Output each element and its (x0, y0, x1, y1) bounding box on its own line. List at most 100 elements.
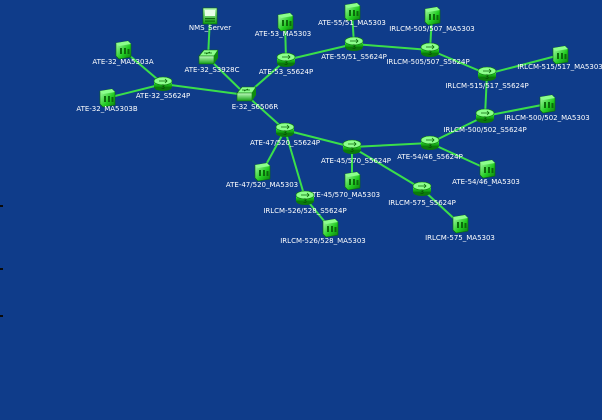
edge-tick (0, 268, 3, 270)
node-ate47_ma[interactable] (254, 162, 271, 182)
node-label: ATE-54/46_MA5303 (452, 178, 520, 186)
node-label: IRLCM-515/517_MA5303 (517, 63, 602, 71)
link-ate47_s-ate45_s[interactable] (284, 129, 353, 148)
ma-icon (277, 12, 294, 32)
node-irl515_ma[interactable] (552, 45, 569, 65)
ma-icon (479, 159, 496, 179)
node-label: IRLCM-575_MA5303 (425, 234, 495, 242)
nodes-layer: NMS_ServerATE-32_MA5303AATE-32_S3928C3AT… (76, 2, 602, 245)
node-label: ATE-32_MA5303B (76, 105, 138, 113)
link-ate53_s-ate55_s[interactable] (285, 43, 355, 61)
node-label: IRLCM-575_S5624P (388, 199, 456, 207)
node-ate55_ma[interactable] (344, 2, 361, 22)
switch-icon (198, 49, 219, 65)
node-label: NMS_Server (189, 24, 231, 32)
ma-icon (115, 40, 132, 60)
node-irl505_s[interactable]: 3 (420, 42, 440, 57)
ma-icon (452, 214, 469, 234)
node-ate53_s[interactable]: 3 (276, 52, 296, 67)
node-ate47_s[interactable]: 3 (275, 122, 295, 137)
router-icon: 3 (477, 66, 497, 81)
node-ate54_ma[interactable] (479, 159, 496, 179)
node-label: ATE-45/570_MA5303 (308, 191, 380, 199)
node-label: E-32_S6506R (232, 103, 279, 111)
node-ate32_a[interactable] (115, 40, 132, 60)
router-icon: 3 (344, 36, 364, 51)
link-ate55_s-irl505_s[interactable] (353, 43, 431, 51)
svg-text:3: 3 (161, 84, 165, 91)
router-icon: 3 (276, 52, 296, 67)
link-irl515_ma-irl515_s[interactable] (486, 54, 561, 75)
router-icon: 3 (295, 190, 315, 205)
node-label: ATE-47/520_S5624P (250, 139, 320, 147)
node-label: IRLCM-526/528_MA5303 (280, 237, 366, 245)
node-irl575_s[interactable]: 3 (412, 181, 432, 196)
router-icon: 3 (420, 42, 440, 57)
svg-text:3: 3 (350, 147, 354, 154)
link-ate47_s-irl526_s[interactable] (284, 129, 306, 199)
svg-text:3: 3 (485, 74, 489, 81)
ma-icon (344, 2, 361, 22)
ma-icon (552, 45, 569, 65)
node-irl526_s[interactable]: 3 (295, 190, 315, 205)
link-ate32_3928c-core[interactable] (207, 57, 247, 96)
node-irl500_s[interactable]: 3 (475, 108, 495, 123)
node-irl515_s[interactable]: 3 (477, 66, 497, 81)
node-label: IRLCM-505/507_MA5303 (389, 25, 475, 33)
node-label: ATE-53_MA5303 (255, 30, 312, 38)
node-ate45_ma[interactable] (344, 171, 361, 191)
link-ate32_s5624-core[interactable] (162, 83, 247, 96)
node-label: ATE-54/46_S5624P (397, 153, 463, 161)
svg-text:3: 3 (283, 130, 287, 137)
edge-tick (0, 315, 3, 317)
svg-text:3: 3 (303, 198, 307, 205)
node-irl526_ma[interactable] (322, 218, 339, 238)
svg-text:3: 3 (428, 50, 432, 57)
ma-icon (99, 88, 116, 108)
node-core[interactable] (236, 86, 257, 102)
node-ate32_b[interactable] (99, 88, 116, 108)
node-ate54_s[interactable]: 3 (420, 135, 440, 150)
link-ate32_b-ate32_s5624[interactable] (106, 83, 164, 99)
edge-tick (0, 205, 3, 207)
node-label: ATE-55/51_S5624P (321, 53, 387, 61)
node-ate45_s[interactable]: 3 (342, 139, 362, 154)
link-ate54_s-irl500_s[interactable] (429, 115, 486, 144)
link-ate45_s-ate54_s[interactable] (351, 142, 431, 148)
node-ate32_s5624[interactable]: 3 (153, 76, 173, 91)
svg-text:3: 3 (428, 143, 432, 150)
node-label: IRLCM-500/502_MA5303 (504, 114, 590, 122)
node-label: ATE-47/520_MA5303 (226, 181, 298, 189)
node-label: ATE-32_MA5303A (92, 58, 154, 66)
link-ate54_s-ate54_ma[interactable] (429, 142, 488, 170)
node-label: ATE-53_S5624P (259, 68, 313, 76)
node-label: ATE-45/570_S5624P (321, 157, 391, 165)
node-label: IRLCM-505/507_S5624P (386, 58, 469, 66)
ma-icon (254, 162, 271, 182)
node-ate55_s[interactable]: 3 (344, 36, 364, 51)
node-irl575_ma[interactable] (452, 214, 469, 234)
svg-text:3: 3 (420, 189, 424, 196)
svg-text:3: 3 (284, 60, 288, 67)
ma-icon (424, 6, 441, 26)
node-ate53_ma[interactable] (277, 12, 294, 32)
router-icon: 3 (275, 122, 295, 137)
link-irl500_ma-irl500_s[interactable] (484, 103, 548, 117)
switch-icon (236, 86, 257, 102)
ma-icon (344, 171, 361, 191)
ma-icon (322, 218, 339, 238)
router-icon: 3 (342, 139, 362, 154)
link-irl505_s-irl515_s[interactable] (429, 49, 488, 75)
node-label: IRLCM-515/517_S5624P (445, 82, 528, 90)
node-irl505_ma[interactable] (424, 6, 441, 26)
node-label: IRLCM-500/502_S5624P (443, 126, 526, 134)
node-nms[interactable] (202, 7, 218, 25)
node-irl500_ma[interactable] (539, 94, 556, 114)
node-ate32_3928c[interactable] (198, 49, 219, 65)
link-ate45_s-irl575_s[interactable] (351, 146, 423, 190)
router-icon: 3 (412, 181, 432, 196)
router-icon: 3 (153, 76, 173, 91)
svg-text:3: 3 (483, 116, 487, 123)
